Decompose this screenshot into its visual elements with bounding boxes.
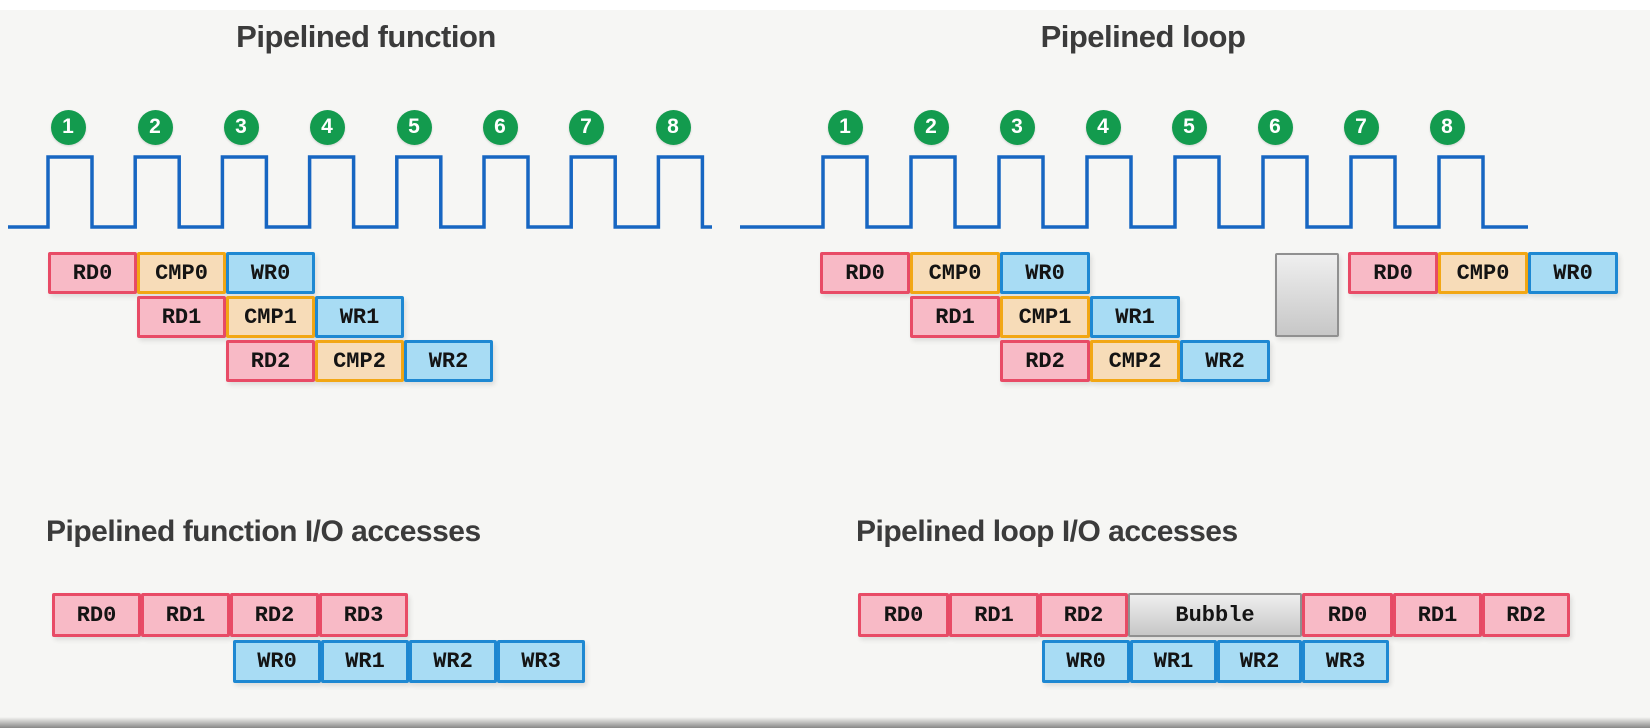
box-wr2: WR2 xyxy=(1180,340,1270,382)
box-rd1: RD1 xyxy=(141,593,230,637)
box-wr3: WR3 xyxy=(497,640,585,683)
cycle-badge-6: 6 xyxy=(1257,109,1293,145)
box-rd1: RD1 xyxy=(910,296,1000,338)
box-wr2: WR2 xyxy=(404,340,493,382)
box-cmp2: CMP2 xyxy=(315,340,404,382)
box-rd1: RD1 xyxy=(1393,593,1482,637)
box-cmp0: CMP0 xyxy=(137,252,226,294)
box-rd1: RD1 xyxy=(949,593,1039,637)
box-cmp1: CMP1 xyxy=(226,296,315,338)
box-wr2: WR2 xyxy=(409,640,497,683)
box-rd2: RD2 xyxy=(1000,340,1090,382)
box-rd0: RD0 xyxy=(858,593,949,637)
cycle-badge-3: 3 xyxy=(999,109,1035,145)
box-rd2: RD2 xyxy=(1039,593,1128,637)
cycle-badge-5: 5 xyxy=(396,109,432,145)
box-wr1: WR1 xyxy=(315,296,404,338)
box-wr1: WR1 xyxy=(321,640,409,683)
cycle-badge-4: 4 xyxy=(1085,109,1121,145)
clock-waveform xyxy=(740,155,1528,229)
cycle-badge-7: 7 xyxy=(1343,109,1379,145)
box-wr2: WR2 xyxy=(1217,640,1302,683)
io-title-pipelined-loop: Pipelined loop I/O accesses xyxy=(856,515,1238,548)
io-title-pipelined-function: Pipelined function I/O accesses xyxy=(46,515,481,548)
cycle-badge-1: 1 xyxy=(827,109,863,145)
cycle-badge-5: 5 xyxy=(1171,109,1207,145)
cycle-badge-2: 2 xyxy=(913,109,949,145)
box-rd1: RD1 xyxy=(137,296,226,338)
box-wr0: WR0 xyxy=(1000,252,1090,294)
box-rd2: RD2 xyxy=(230,593,319,637)
box-wr0: WR0 xyxy=(233,640,321,683)
cycle-badge-2: 2 xyxy=(137,109,173,145)
box-rd0: RD0 xyxy=(48,252,137,294)
box-rd0: RD0 xyxy=(820,252,910,294)
box-wr0: WR0 xyxy=(226,252,315,294)
panel-title-pipelined-function: Pipelined function xyxy=(236,19,496,54)
bottom-shade xyxy=(0,717,1650,728)
cycle-badge-1: 1 xyxy=(50,109,86,145)
bubble-box: Bubble xyxy=(1128,593,1302,637)
box-cmp1: CMP1 xyxy=(1000,296,1090,338)
box-rd3: RD3 xyxy=(319,593,408,637)
bubble-box xyxy=(1275,253,1339,337)
box-cmp0: CMP0 xyxy=(1438,252,1528,294)
cycle-badge-3: 3 xyxy=(223,109,259,145)
box-rd0: RD0 xyxy=(1348,252,1438,294)
box-cmp0: CMP0 xyxy=(910,252,1000,294)
clock-waveform xyxy=(8,155,712,229)
box-wr1: WR1 xyxy=(1090,296,1180,338)
cycle-badge-8: 8 xyxy=(655,109,691,145)
box-cmp2: CMP2 xyxy=(1090,340,1180,382)
cycle-badge-4: 4 xyxy=(309,109,345,145)
box-rd0: RD0 xyxy=(52,593,141,637)
panel-title-pipelined-loop: Pipelined loop xyxy=(1040,19,1246,54)
box-rd2: RD2 xyxy=(226,340,315,382)
cycle-badge-6: 6 xyxy=(482,109,518,145)
box-wr0: WR0 xyxy=(1528,252,1618,294)
box-rd0: RD0 xyxy=(1302,593,1393,637)
cycle-badge-8: 8 xyxy=(1429,109,1465,145)
top-strip xyxy=(0,0,1650,10)
box-wr1: WR1 xyxy=(1130,640,1217,683)
box-wr0: WR0 xyxy=(1042,640,1130,683)
box-wr3: WR3 xyxy=(1302,640,1389,683)
cycle-badge-7: 7 xyxy=(568,109,604,145)
box-rd2: RD2 xyxy=(1482,593,1570,637)
